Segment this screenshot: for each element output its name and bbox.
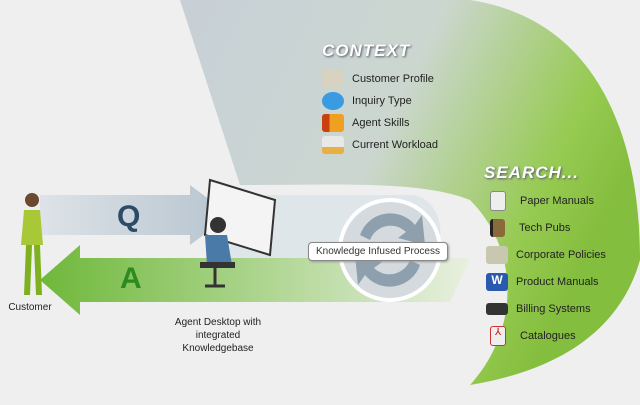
speech-bubble-icon [322, 92, 344, 110]
search-item: Billing Systems [486, 295, 606, 322]
search-list: Paper Manuals Tech Pubs Corporate Polici… [486, 187, 606, 349]
item-label: Billing Systems [516, 302, 591, 315]
customer-label: Customer [8, 302, 52, 313]
id-card-icon [322, 70, 344, 88]
answer-label: A [120, 262, 142, 295]
item-label: Tech Pubs [519, 221, 571, 234]
context-list: Customer Profile Inquiry Type Agent Skil… [322, 68, 438, 156]
search-item: Tech Pubs [486, 214, 606, 241]
customer-figure-icon [21, 193, 43, 295]
search-item: Paper Manuals [486, 187, 606, 214]
process-label: Knowledge Infused Process [308, 242, 448, 261]
context-item: Current Workload [322, 134, 438, 156]
inbox-tray-icon [322, 136, 344, 154]
document-pen-icon [486, 245, 508, 264]
question-arrow [40, 185, 230, 245]
context-item: Agent Skills [322, 112, 438, 134]
word-document-icon: W [486, 272, 508, 291]
context-item: Inquiry Type [322, 90, 438, 112]
search-heading: SEARCH... [484, 163, 579, 182]
agent-desktop-icon [200, 178, 277, 288]
notebook-icon [490, 190, 506, 211]
item-label: Corporate Policies [516, 248, 606, 261]
billing-system-icon [486, 302, 508, 315]
bar-chart-icon [322, 114, 344, 132]
item-label: Inquiry Type [352, 95, 412, 107]
context-heading: CONTEXT [322, 41, 411, 60]
item-label: Paper Manuals [520, 194, 594, 207]
agent-desktop-label: Agent Desktop with integrated Knowledgeb… [174, 317, 262, 354]
book-icon [490, 218, 505, 237]
item-label: Current Workload [352, 139, 438, 151]
search-item: W Product Manuals [486, 268, 606, 295]
item-label: Customer Profile [352, 73, 434, 85]
item-label: Product Manuals [516, 275, 599, 288]
search-item: Corporate Policies [486, 241, 606, 268]
context-item: Customer Profile [322, 68, 438, 90]
question-label: Q [117, 200, 141, 233]
item-label: Agent Skills [352, 117, 410, 129]
search-item: ⅄ Catalogues [486, 322, 606, 349]
pdf-icon: ⅄ [490, 325, 506, 346]
item-label: Catalogues [520, 329, 576, 342]
context-swoosh [180, 0, 640, 385]
